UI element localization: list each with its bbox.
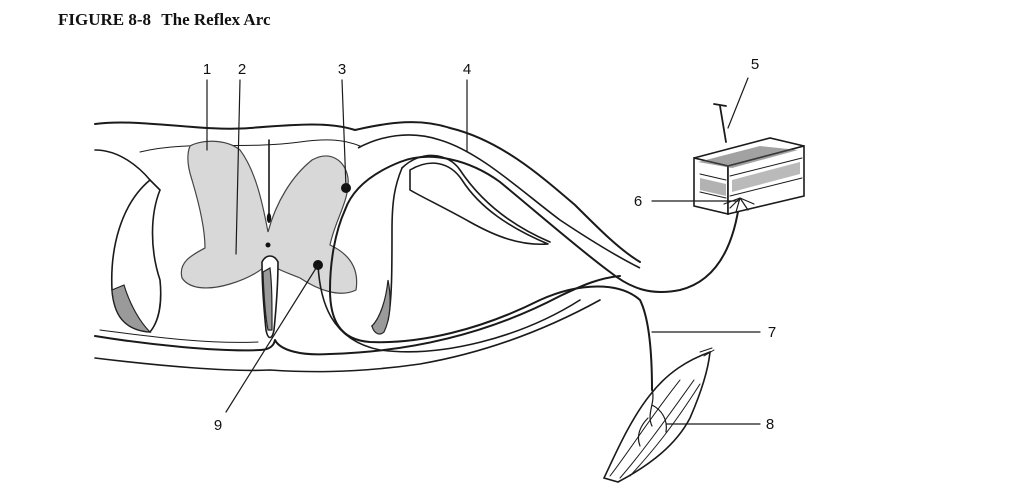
label-4: 4 xyxy=(463,61,471,78)
dorsal-loop-inner xyxy=(409,162,549,246)
muscle xyxy=(602,347,715,483)
gray-matter xyxy=(180,140,358,294)
figure-caption: FIGURE 8-8 The Reflex Arc xyxy=(58,10,271,30)
central-canal xyxy=(266,213,272,223)
skin-block xyxy=(693,137,805,216)
figure-title: The Reflex Arc xyxy=(161,10,271,29)
label-6: 6 xyxy=(634,193,642,210)
label-5: 5 xyxy=(751,56,759,73)
left-lobe-shadow xyxy=(111,284,152,333)
label-1: 1 xyxy=(203,61,211,78)
label-7: 7 xyxy=(768,324,776,341)
sensory-neuron-path xyxy=(344,155,741,293)
central-canal-dot xyxy=(265,242,271,248)
sensory-neuron-path-inner xyxy=(329,209,653,391)
leader-lines xyxy=(206,77,761,425)
label-3: 3 xyxy=(338,61,346,78)
spinal-cord-section xyxy=(94,121,641,373)
dorsal-root xyxy=(357,134,641,269)
figure-number: FIGURE 8-8 xyxy=(58,10,152,29)
right-lobe-shadow xyxy=(371,279,391,335)
fissure-shadow xyxy=(262,267,273,331)
pin-icon xyxy=(713,103,727,143)
label-8: 8 xyxy=(766,416,774,433)
motor-neuron-path xyxy=(317,264,581,353)
label-9: 9 xyxy=(214,417,222,434)
label-2: 2 xyxy=(238,61,246,78)
